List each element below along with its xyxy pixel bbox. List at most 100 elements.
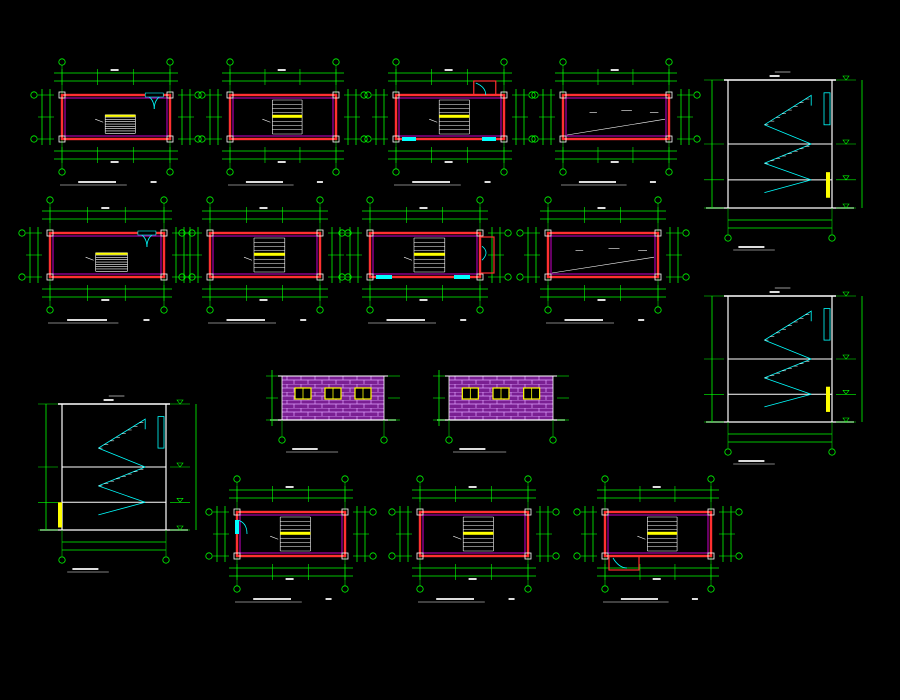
- stair-flight: [764, 124, 812, 145]
- outer-wall: [418, 510, 530, 558]
- door-opening: [137, 230, 157, 236]
- grid-bubble: [366, 196, 374, 204]
- grid-bubble: [707, 475, 715, 483]
- outer-wall: [60, 93, 172, 141]
- column: [46, 229, 54, 237]
- grid-bubble: [500, 168, 508, 176]
- grid-bubble: [392, 58, 400, 66]
- grid-bubble: [504, 273, 512, 281]
- grid-bubble: [552, 552, 560, 560]
- grid-bubble: [364, 91, 372, 99]
- stair-landing-band: [439, 114, 470, 118]
- dimension-text-mark: [436, 598, 474, 600]
- inner-wall: [239, 514, 343, 554]
- dimension-text-mark: [150, 181, 157, 183]
- grid-bubble: [364, 135, 372, 143]
- stair-landing-band: [414, 252, 445, 256]
- dimension-text-mark: [72, 568, 99, 570]
- grid-bubble: [341, 585, 349, 593]
- grid-bubble: [654, 196, 662, 204]
- column: [544, 273, 552, 281]
- stair-flight: [98, 447, 146, 468]
- column: [332, 135, 340, 143]
- grid-bubble: [516, 273, 524, 281]
- door-leaf: [826, 172, 830, 198]
- grid-bubble: [369, 552, 377, 560]
- dimension-text-mark: [444, 161, 453, 163]
- inner-wall: [232, 97, 334, 137]
- level-symbol: [176, 525, 184, 531]
- column: [366, 229, 374, 237]
- grid-bubble: [30, 135, 38, 143]
- stair-flight: [764, 339, 812, 360]
- section-view: [704, 287, 863, 465]
- section-window: [823, 308, 831, 341]
- dimension-text-mark: [444, 69, 453, 71]
- dimension-text-mark: [245, 181, 283, 183]
- dimension-text-mark: [300, 319, 307, 321]
- dimension-text-mark: [259, 207, 268, 209]
- column: [341, 508, 349, 516]
- door-opening: [235, 520, 239, 534]
- section-window: [157, 416, 165, 449]
- grid-bubble: [18, 229, 26, 237]
- grid-bubble: [178, 273, 186, 281]
- dimension-text-mark: [484, 181, 491, 183]
- door-leaf: [58, 502, 62, 528]
- stair-flight: [764, 162, 812, 181]
- grid-bubble: [360, 91, 368, 99]
- plan-views-layer: [18, 58, 743, 603]
- grid-bubble: [233, 475, 241, 483]
- grid-bubble: [528, 135, 536, 143]
- floor-plan-view: [573, 475, 743, 603]
- column: [226, 91, 234, 99]
- grid-bubble: [160, 306, 168, 314]
- grid-bubble: [388, 508, 396, 516]
- column: [341, 552, 349, 560]
- column: [524, 552, 532, 560]
- floor-plan-view: [18, 196, 196, 324]
- column: [654, 229, 662, 237]
- dimension-text-mark: [253, 598, 291, 600]
- grid-bubble: [544, 306, 552, 314]
- grid-bubble: [416, 585, 424, 593]
- dimension-text-mark: [597, 207, 606, 209]
- inner-wall: [372, 235, 478, 275]
- grid-bubble: [206, 196, 214, 204]
- grid-bubble: [500, 58, 508, 66]
- dimension-text-mark: [620, 598, 658, 600]
- dimension-text-mark: [101, 207, 110, 209]
- column: [58, 135, 66, 143]
- stair-flight: [764, 94, 812, 126]
- dimension-text-mark: [226, 319, 265, 321]
- inner-wall: [52, 235, 162, 275]
- stair-landing-band: [463, 531, 494, 535]
- grid-bubble: [166, 168, 174, 176]
- grid-bubble: [735, 508, 743, 516]
- stair-flight: [98, 485, 146, 503]
- floor-plan-view: [205, 475, 377, 603]
- grid-bubble: [30, 91, 38, 99]
- grid-bubble: [601, 475, 609, 483]
- stair-flight: [764, 393, 812, 408]
- grid-bubble: [524, 585, 532, 593]
- grid-bubble: [46, 196, 54, 204]
- grid-bubble: [332, 168, 340, 176]
- floor-plan-view: [198, 58, 368, 186]
- stair-landing-band: [95, 252, 128, 255]
- outer-wall: [228, 93, 338, 141]
- grid-bubble: [573, 552, 581, 560]
- stair-arrow: [453, 535, 462, 540]
- dimension-text-mark: [103, 399, 114, 401]
- grid-bubble: [476, 196, 484, 204]
- section-view: [704, 71, 863, 251]
- grid-bubble: [194, 91, 202, 99]
- dimension-text-mark: [259, 299, 268, 301]
- outer-wall: [546, 231, 660, 279]
- elevation-views-layer: [266, 370, 569, 453]
- dimension-text-mark: [285, 578, 294, 580]
- grid-bubble: [360, 135, 368, 143]
- dimension-text-mark: [638, 319, 645, 321]
- grid-bubble: [693, 135, 701, 143]
- column: [206, 229, 214, 237]
